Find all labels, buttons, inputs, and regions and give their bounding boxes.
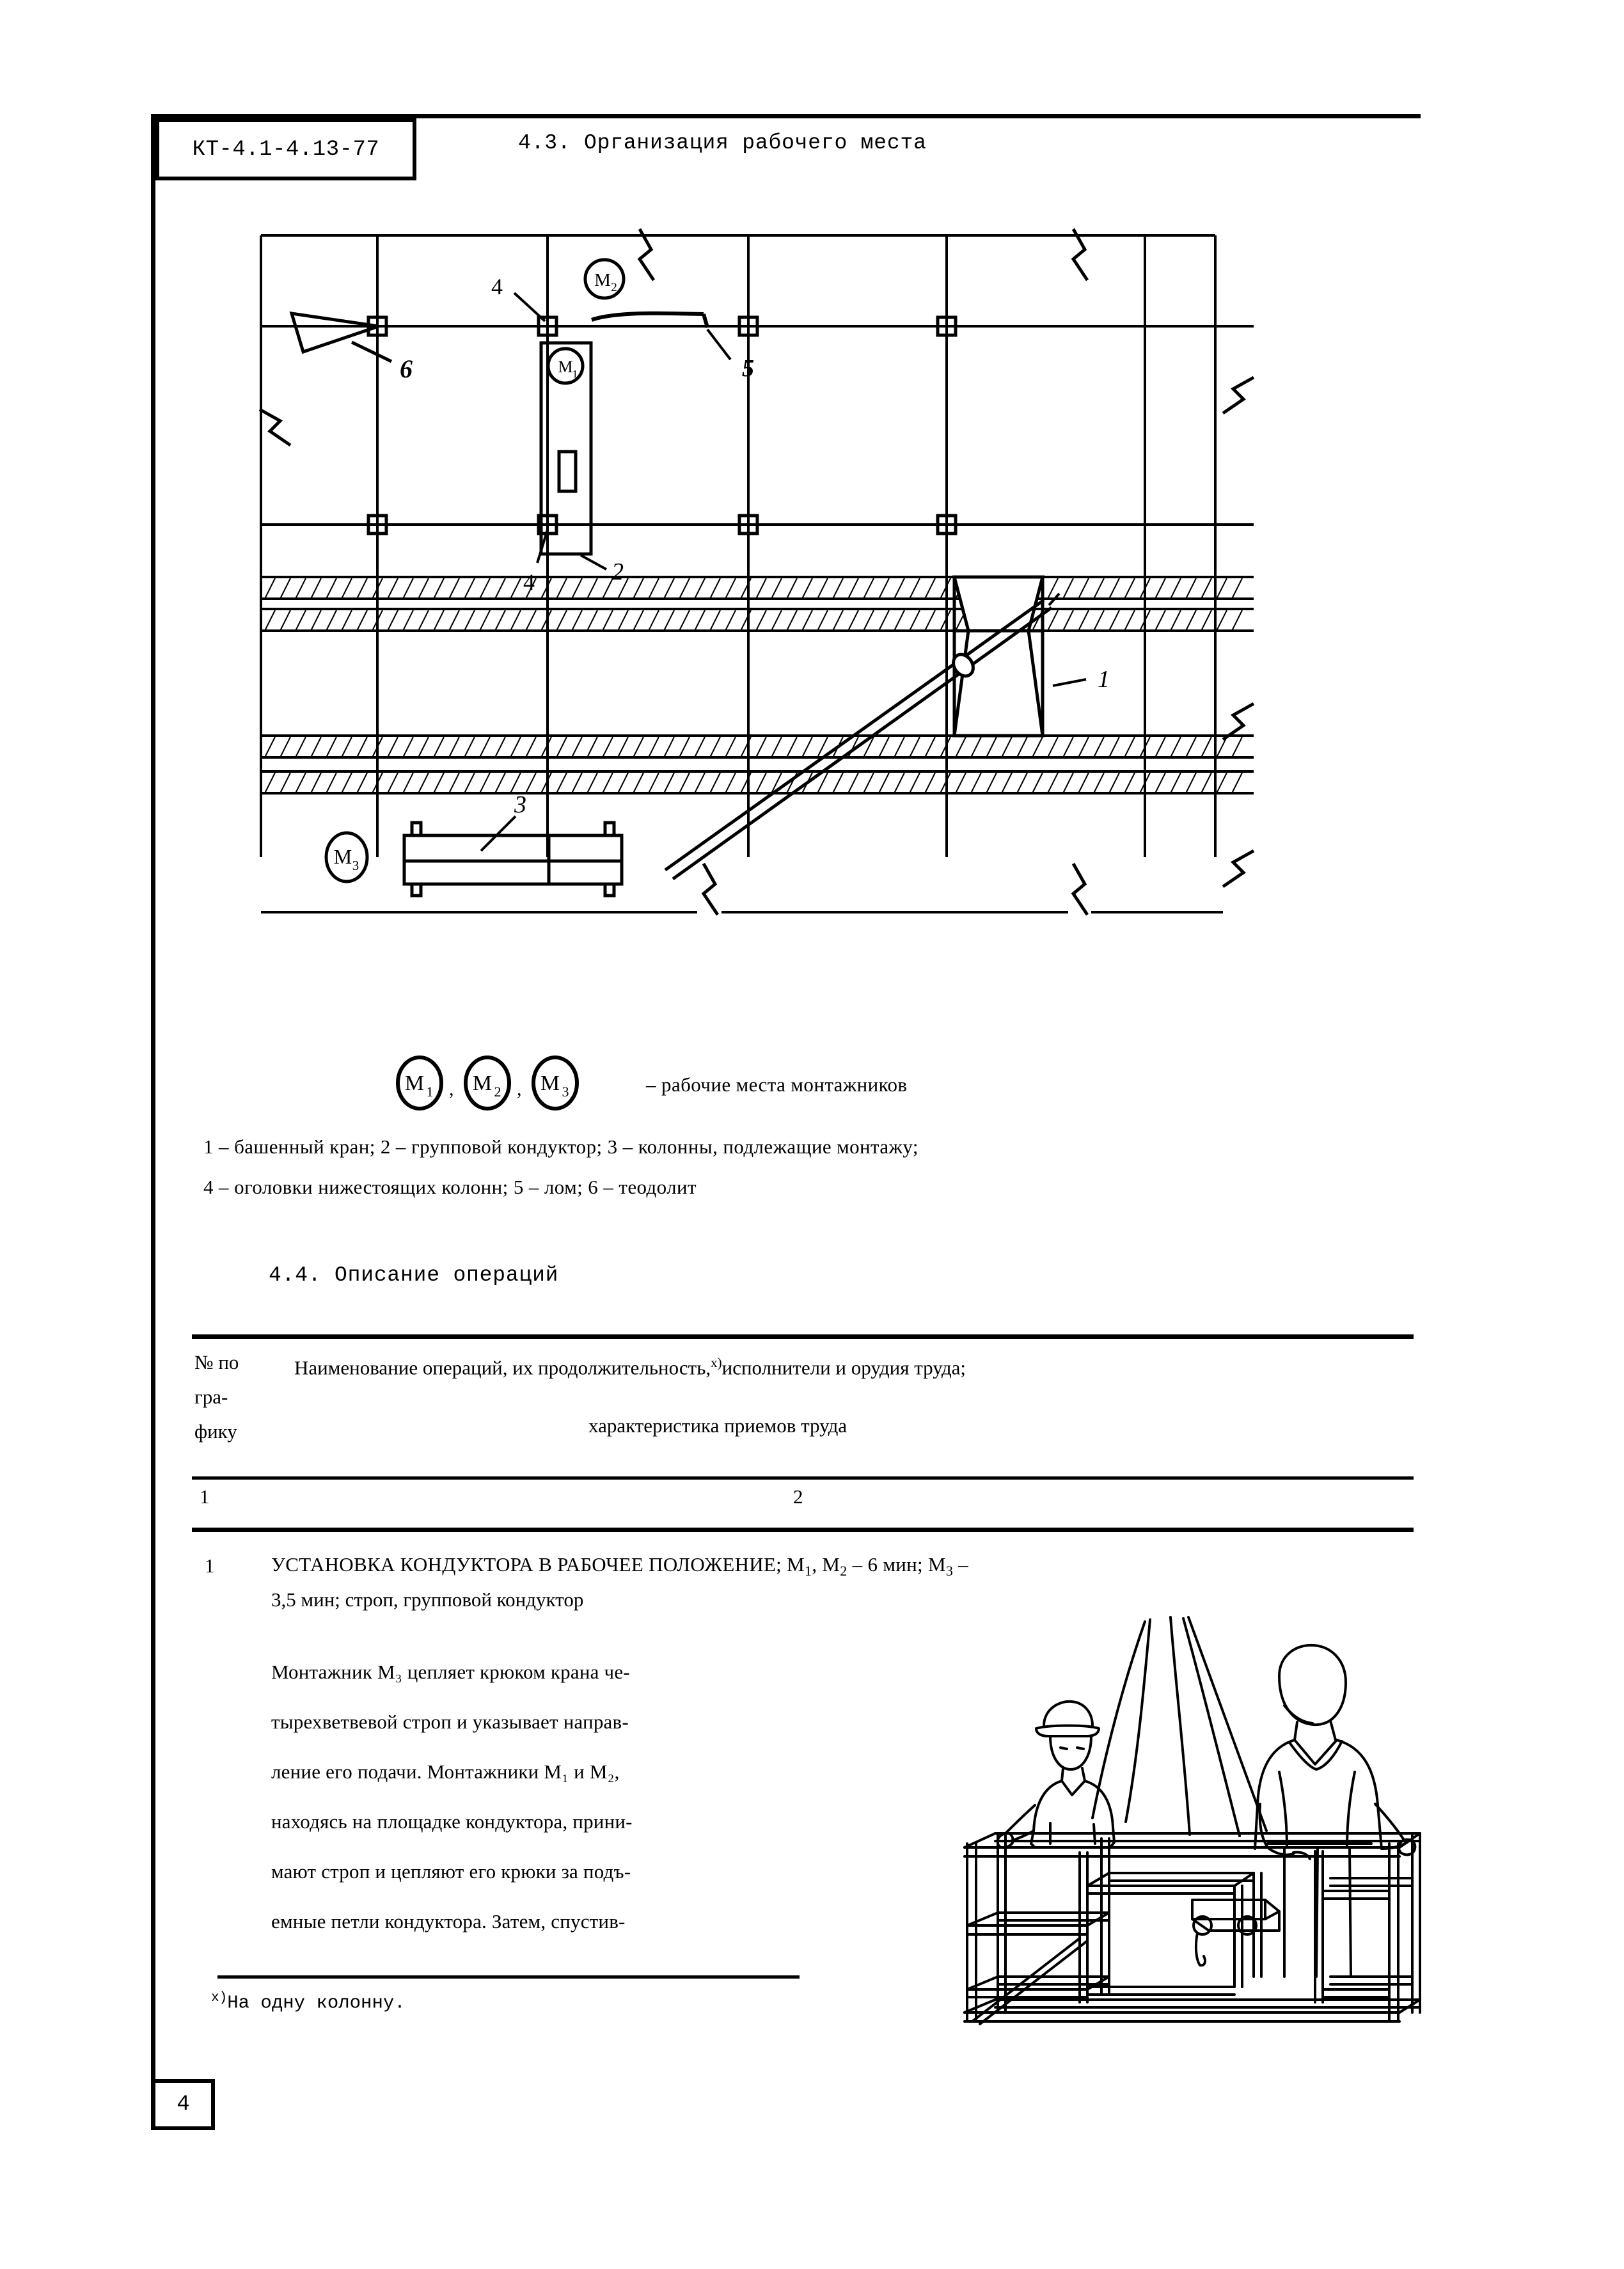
operation-body-line: ление его подачи. Монтажники М₁ и М₂, [271,1760,620,1783]
legend-items-line-1: 1 – башенный кран; 2 – групповой кондукт… [203,1135,918,1158]
callout-5: 5 [742,355,754,382]
svg-text:М: М [558,358,572,376]
operation-title-tail: – [953,1553,969,1576]
operation-body-line: Монтажник М₃ цепляет крюком крана че- [271,1661,630,1683]
table-header-col1-line2: гра- [194,1386,228,1408]
svg-text:,: , [449,1079,454,1100]
svg-text:М: М [405,1071,424,1095]
plan-drawing: М 1 М 2 5 6 4 4 2 [258,228,1255,916]
operation-body-line: мают строп и цепляют его крюки за подъ- [271,1860,631,1883]
table-column-number-1: 1 [200,1485,210,1508]
operation-title-sub-2: 2 [840,1563,847,1579]
svg-text:М: М [473,1071,492,1095]
illustration-drawing [963,1616,1421,2025]
svg-text:М: М [334,845,352,868]
svg-text:3: 3 [562,1084,569,1100]
table-header-col1: № по гра- фику [194,1345,290,1449]
svg-text:1: 1 [572,368,578,380]
table-header: № по гра- фику Наименование операций, их… [192,1345,1414,1473]
operation-body-line: находясь на площадке кондуктора, прини- [271,1810,633,1833]
table-top-rule [192,1334,1414,1339]
table-header-col2-line1: Наименование операций, их продолжительно… [294,1345,966,1385]
svg-text:М: М [594,270,611,290]
legend-marker-m2: М 2 [464,1055,511,1111]
operation-title-sub-3: 3 [945,1563,954,1579]
table-header-bottom-rule [192,1476,1414,1480]
workers-conductor-illustration [934,1580,1433,2028]
callout-4-upper: 4 [491,274,503,299]
operation-title-line1: УСТАНОВКА КОНДУКТОРА В РАБОЧЕЕ ПОЛОЖЕНИЕ… [271,1553,1416,1579]
operation-row-number: 1 [205,1554,215,1577]
marker-m2: М 2 [583,258,626,300]
page-frame-left-rule [151,114,155,2130]
operation-body-line: тырехветвевой строп и указывает направ- [271,1711,629,1733]
page-frame-top-rule [151,114,1421,118]
footnote-body: На одну колонну. [227,1992,406,2014]
svg-text:1: 1 [427,1084,434,1100]
operation-title-duration: – 6 мин; М [847,1553,946,1576]
page-number-box: 4 [155,2079,215,2130]
table-column-number-2: 2 [793,1485,803,1508]
operation-title-mid: , М [812,1553,840,1576]
legend-symbols-caption: – рабочие места монтажников [646,1073,908,1096]
callout-2: 2 [611,558,624,585]
legend-marker-m3: М 3 [532,1055,579,1111]
marker-m1: М 1 [546,347,585,385]
footnote-separator-rule [217,1975,800,1979]
legend-marker-m1: М 1 [396,1055,443,1111]
table-header-col2-text-a: Наименование операций, их продолжительно… [294,1356,711,1379]
page-number-label: 4 [177,2092,190,2117]
document-code-box: КТ-4.1-4.13-77 [155,118,416,180]
operation-title-prefix: УСТАНОВКА КОНДУКТОРА В РАБОЧЕЕ ПОЛОЖЕНИЕ… [271,1553,805,1576]
svg-text:М: М [540,1071,560,1095]
callout-1: 1 [1098,666,1110,693]
legend-items-line-2: 4 – оголовки нижестоящих колонн; 5 – лом… [203,1176,697,1198]
table-header-col2-line2: характеристика приемов труда [588,1414,847,1437]
organization-plan-diagram: М 1 М 2 5 6 4 4 2 [256,224,1318,1036]
operation-body-text: Монтажник М₃ цепляет крюком крана че- ты… [271,1647,924,1947]
footnote: х)На одну колонну. [211,1991,406,2014]
operation-title-sub-1: 1 [805,1563,812,1579]
callout-3: 3 [514,791,526,818]
document-code-label: КТ-4.1-4.13-77 [192,137,380,162]
footnote-ref-superscript: х) [711,1355,722,1370]
marker-m3: М 3 [324,831,369,883]
page-title: 4.3. Организация рабочего места [518,131,927,155]
table-header-col1-line3: фику [194,1420,237,1443]
legend-marker-symbols: М 1 , М 2 , М 3 [390,1054,1222,1112]
svg-text:3: 3 [352,858,359,873]
callout-6: 6 [400,354,413,383]
operation-body-line: емные петли кондуктора. Затем, спустив- [271,1910,626,1933]
section-44-title: 4.4. Описание операций [269,1263,559,1287]
svg-text:2: 2 [494,1084,501,1100]
svg-text:2: 2 [611,281,617,294]
legend-symbols-svg: М 1 , М 2 , М 3 [396,1055,579,1111]
table-column-numbers-bottom-rule [192,1528,1414,1532]
footnote-marker: х) [211,1991,228,2005]
svg-text:,: , [517,1079,522,1100]
table-header-col2-text-b: исполнители и орудия труда; [721,1356,966,1379]
table-header-col1-line1: № по [194,1351,239,1373]
operation-title-line2: 3,5 мин; строп, групповой кондуктор [271,1588,584,1611]
